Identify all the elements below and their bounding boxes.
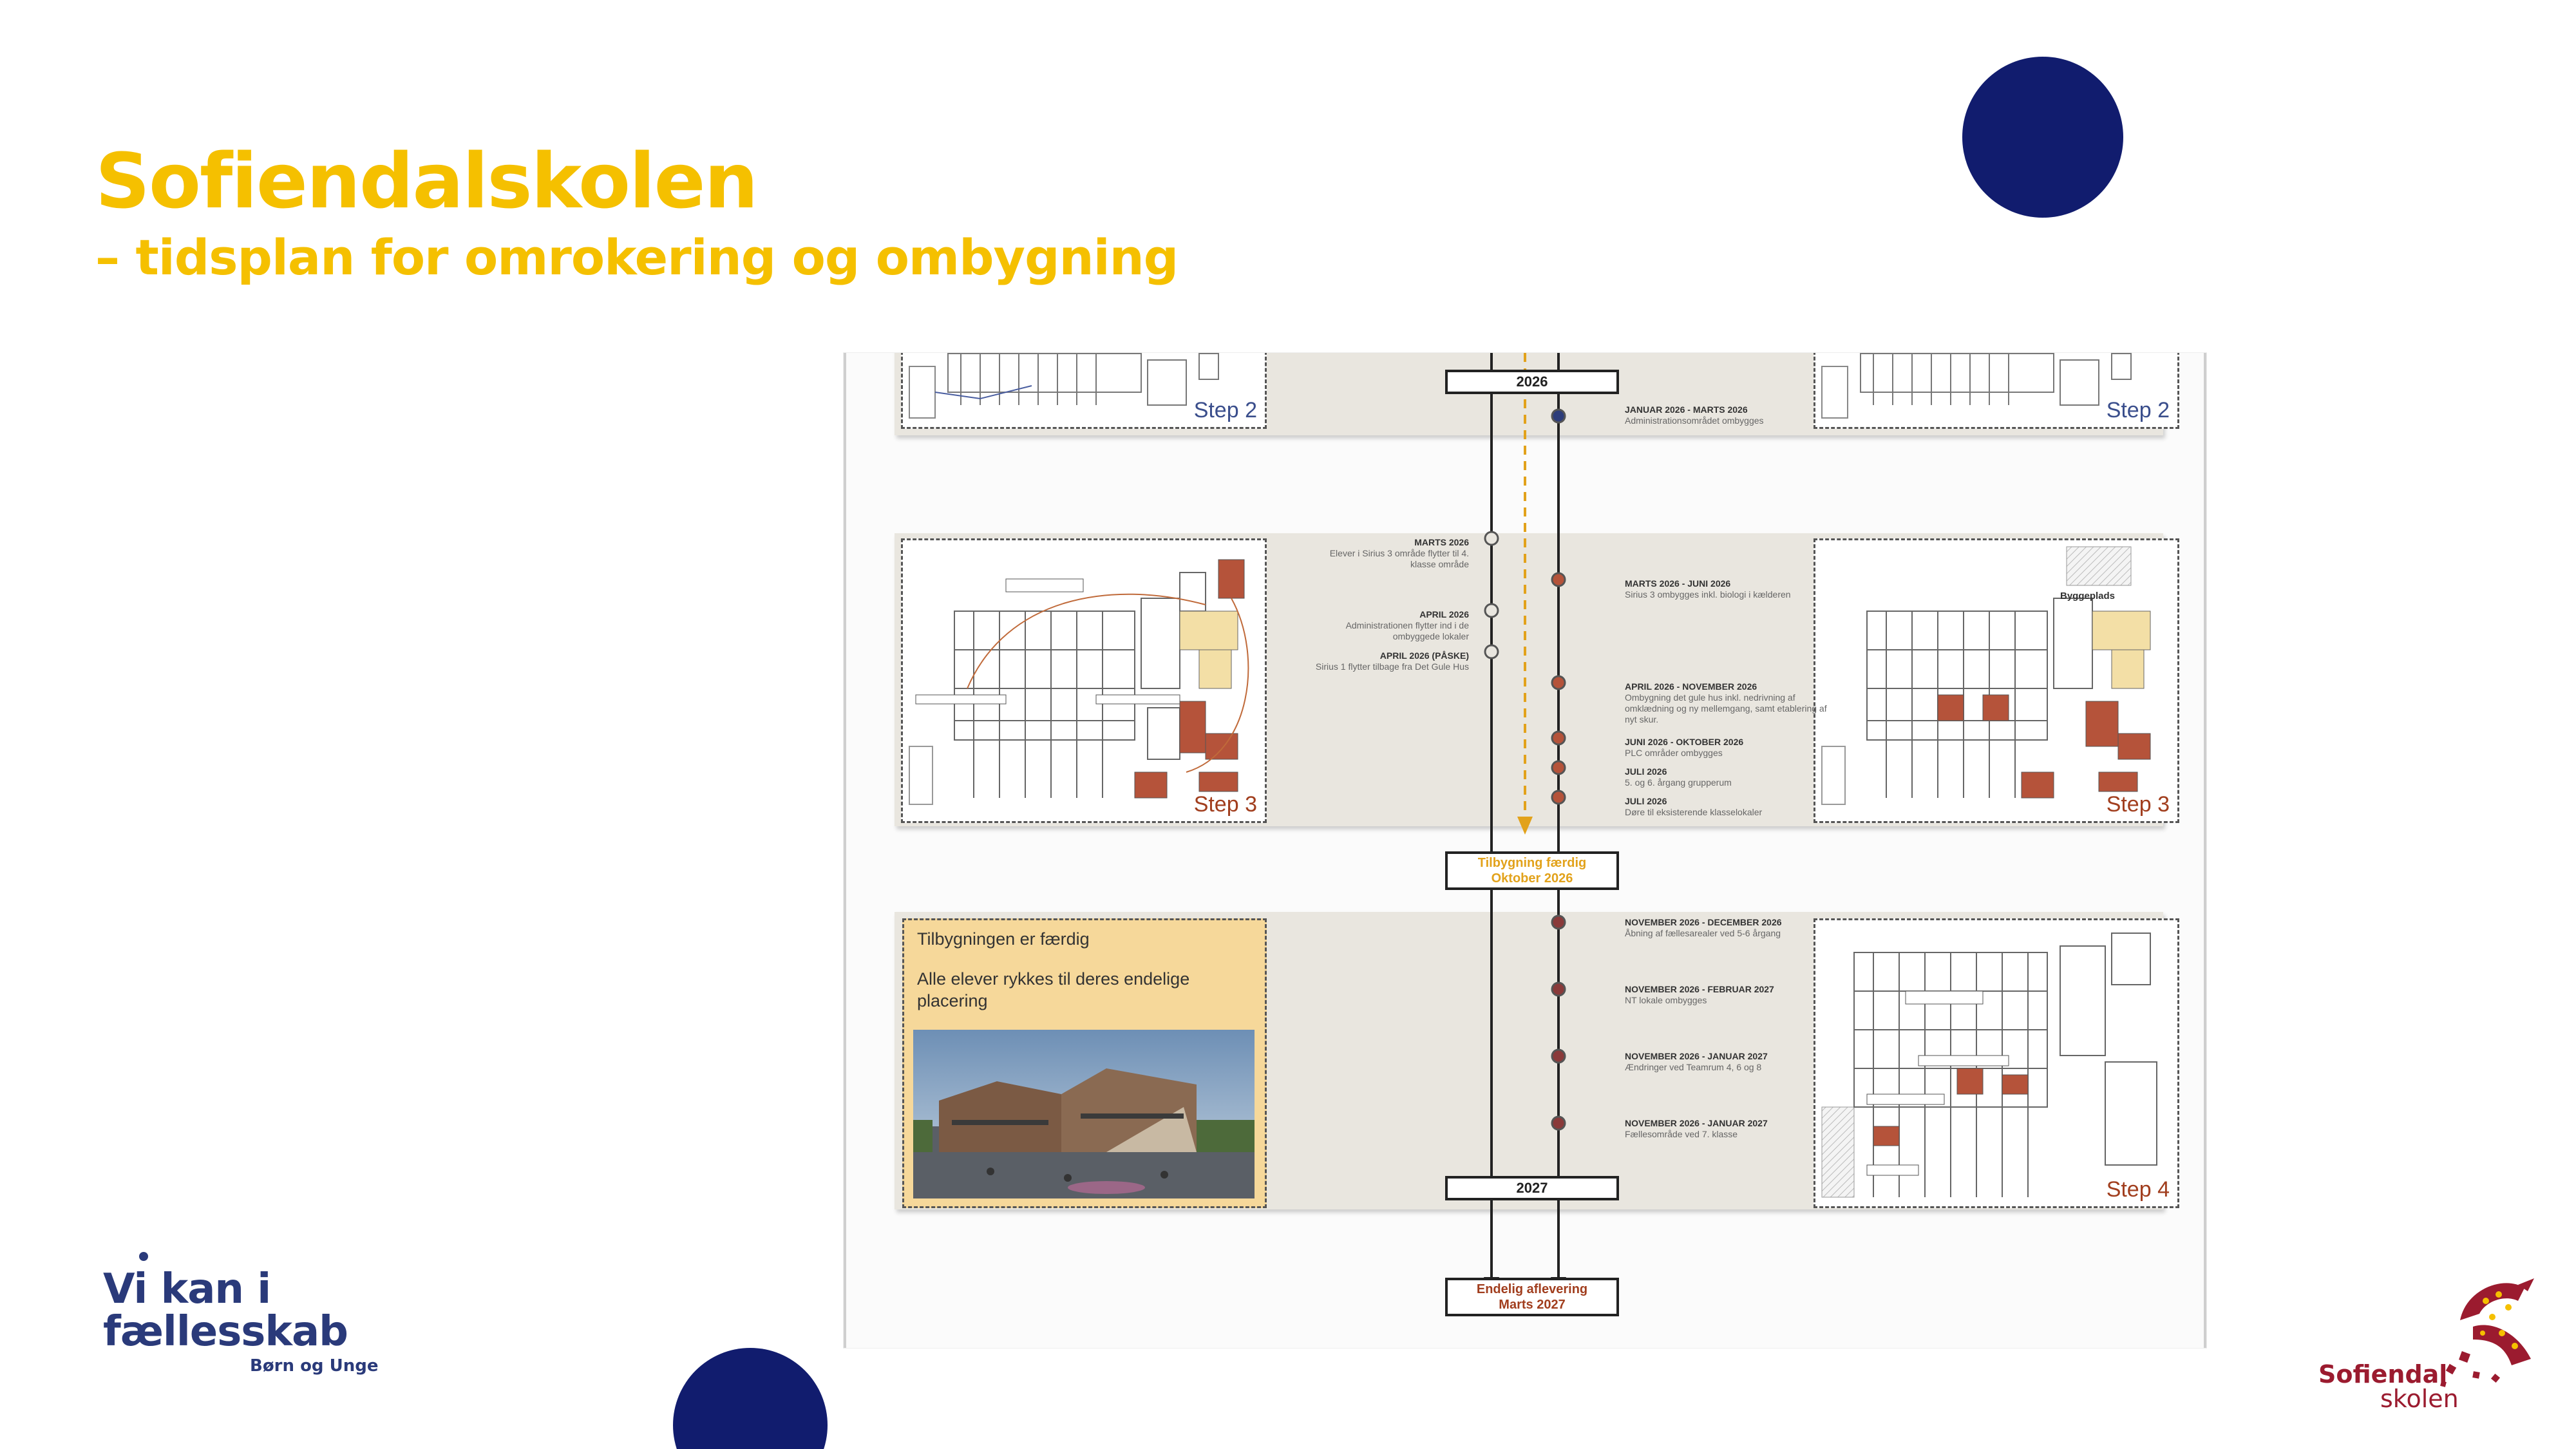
event-text: Ombygning det gule hus inkl. nedrivning … (1625, 692, 1827, 724)
event-date: JULI 2026 (1625, 796, 1667, 806)
milestone-line-2: Oktober 2026 (1491, 871, 1573, 886)
panel-step-4: Tilbygningen er færdig Alle elever rykke… (895, 912, 2179, 1209)
event-date: NOVEMBER 2026 - JANUAR 2027 (1625, 1051, 1768, 1061)
event-text: Administrationsområdet ombygges (1625, 415, 1764, 426)
event-step3-left-2: APRIL 2026 Administrationen flytter ind … (1314, 609, 1469, 642)
floor-plan-step-4: Step 4 (1814, 918, 2179, 1208)
sofiendalskolen-logo: Sofiendal skolen (2318, 1262, 2550, 1423)
milestone-line-2: Marts 2027 (1499, 1298, 1566, 1312)
vi-kan-i-faellesskab-logo: Vi kan i fællesskab Børn og Unge (103, 1236, 386, 1385)
year-marker-2027: 2027 (1445, 1176, 1619, 1200)
event-step3-right-3: JUNI 2026 - OKTOBER 2026 PLC områder omb… (1625, 737, 1837, 759)
logo-name-line-1: Sofiendal (2318, 1360, 2448, 1388)
event-step3-right-1: MARTS 2026 - JUNI 2026 Sirius 3 ombygges… (1625, 578, 1837, 600)
floor-plan-step-2-left: Step 2 (901, 353, 1267, 429)
logo-line-2: fællesskab (103, 1308, 348, 1356)
event-text: Administrationen flytter ind i de ombygg… (1345, 620, 1469, 641)
event-text: 5. og 6. årgang grupperum (1625, 777, 1732, 788)
event-date: NOVEMBER 2026 - FEBRUAR 2027 (1625, 984, 1774, 994)
event-date: JULI 2026 (1625, 766, 1667, 777)
timeline-lines (1484, 353, 1566, 1296)
decorative-circle-bottom (673, 1348, 828, 1449)
event-step4-right-4: NOVEMBER 2026 - JANUAR 2027 Fællesområde… (1625, 1118, 1837, 1140)
floor-plan-step-3-right: Byggeplads Step 3 (1814, 538, 2179, 823)
decorative-circle-top-right (1962, 57, 2123, 218)
event-step4-right-2: NOVEMBER 2026 - FEBRUAR 2027 NT lokale o… (1625, 984, 1837, 1006)
event-date: APRIL 2026 (1419, 609, 1469, 620)
info-body: Alle elever rykkes til deres endelige pl… (917, 969, 1190, 1010)
event-date: MARTS 2026 (1414, 537, 1469, 547)
event-text: NT lokale ombygges (1625, 995, 1707, 1005)
event-step4-right-3: NOVEMBER 2026 - JANUAR 2027 Ændringer ve… (1625, 1051, 1837, 1073)
panel-step-2: Step 2 Step 2 JANUAR 2026 - MARTS 2026 A… (895, 353, 2179, 435)
event-text: Sirius 3 ombygges inkl. biologi i kælder… (1625, 589, 1791, 600)
year-marker-2026: 2026 (1445, 370, 1619, 394)
event-step3-right-5: JULI 2026 Døre til eksisterende klasselo… (1625, 796, 1837, 818)
byggeplads-label: Byggeplads (2060, 591, 2116, 601)
slide-subtitle: – tidsplan for omrokering og ombygning (95, 229, 1179, 286)
event-text: Sirius 1 flytter tilbage fra Det Gule Hu… (1315, 661, 1469, 672)
event-step3-left-3: APRIL 2026 (PÅSKE) Sirius 1 flytter tilb… (1314, 650, 1469, 672)
step-label-2-right: Step 2 (2106, 398, 2170, 422)
step-label-3-right: Step 3 (2106, 792, 2170, 817)
event-date: NOVEMBER 2026 - DECEMBER 2026 (1625, 917, 1782, 927)
logo-name-line-2: skolen (2380, 1385, 2459, 1413)
event-step4-right-1: NOVEMBER 2026 - DECEMBER 2026 Åbning af … (1625, 917, 1837, 939)
event-text: PLC områder ombygges (1625, 748, 1723, 758)
step-label-4: Step 4 (2106, 1177, 2170, 1202)
event-text: Elever i Sirius 3 område flytter til 4. … (1329, 548, 1469, 569)
slide-title: Sofiendalskolen (95, 137, 759, 225)
info-title: Tilbygningen er færdig (917, 929, 1090, 949)
event-text: Åbning af fællesarealer ved 5-6 årgang (1625, 928, 1781, 938)
event-text: Døre til eksisterende klasselokaler (1625, 807, 1763, 817)
event-text: Ændringer ved Teamrum 4, 6 og 8 (1625, 1062, 1762, 1072)
milestone-tilbygning: Tilbygning færdig Oktober 2026 (1445, 851, 1619, 890)
step-label-3-left: Step 3 (1193, 792, 1257, 817)
schedule-document: Step 2 Step 2 JANUAR 2026 - MARTS 2026 A… (844, 353, 2206, 1348)
event-date: JUNI 2026 - OKTOBER 2026 (1625, 737, 1744, 747)
event-step3-right-2: APRIL 2026 - NOVEMBER 2026 Ombygning det… (1625, 681, 1837, 725)
panel-step-3: Step 3 (895, 533, 2179, 826)
event-step3-right-4: JULI 2026 5. og 6. årgang grupperum (1625, 766, 1837, 788)
event-text: Fællesområde ved 7. klasse (1625, 1129, 1738, 1139)
milestone-endelig-aflevering: Endelig aflevering Marts 2027 (1445, 1278, 1619, 1316)
milestone-line-1: Endelig aflevering (1476, 1282, 1588, 1296)
step-label-2-left: Step 2 (1193, 398, 1257, 422)
logo-line-3: Børn og Unge (250, 1356, 379, 1376)
event-date: JANUAR 2026 - MARTS 2026 (1625, 404, 1748, 415)
info-box: Tilbygningen er færdig Alle elever rykke… (902, 918, 1267, 1208)
milestone-line-1: Tilbygning færdig (1477, 856, 1587, 870)
building-photo (913, 1030, 1255, 1198)
event-2026-top: JANUAR 2026 - MARTS 2026 Administrations… (1625, 404, 1837, 426)
event-step3-left-1: MARTS 2026 Elever i Sirius 3 område flyt… (1314, 537, 1469, 570)
event-date: NOVEMBER 2026 - JANUAR 2027 (1625, 1118, 1768, 1128)
event-date: MARTS 2026 - JUNI 2026 (1625, 578, 1731, 589)
logo-line-1: Vi kan i (103, 1265, 271, 1313)
logo-dot (139, 1252, 148, 1261)
bird-icon (2440, 1278, 2534, 1387)
event-date: APRIL 2026 (PÅSKE) (1379, 650, 1469, 661)
event-date: APRIL 2026 - NOVEMBER 2026 (1625, 681, 1757, 692)
floor-plan-step-3-left: Step 3 (901, 538, 1267, 823)
floor-plan-step-2-right: Step 2 (1814, 353, 2179, 429)
